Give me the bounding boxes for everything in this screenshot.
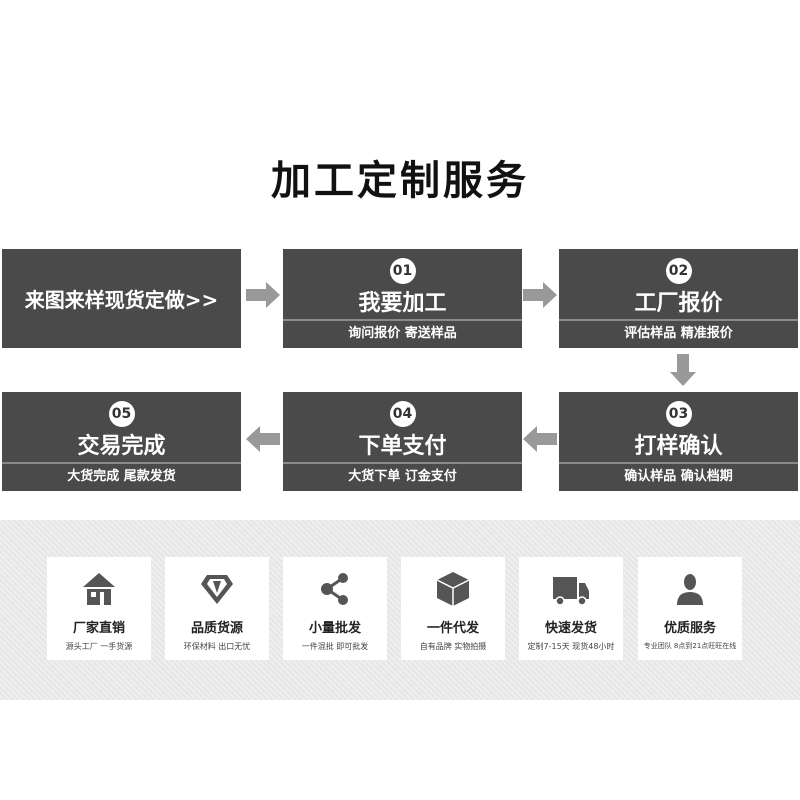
arrow-left-icon <box>246 426 280 452</box>
step-name: 工厂报价 <box>634 291 723 316</box>
start-label: 来图来样现货定做>> <box>24 288 219 312</box>
step-desc: 确认样品 确认档期 <box>624 469 733 484</box>
step-name: 交易完成 <box>77 434 166 459</box>
factory-icon <box>83 573 115 605</box>
share-icon <box>321 573 348 605</box>
page-title: 加工定制服务 <box>271 158 529 204</box>
step-number: 05 <box>108 401 135 427</box>
start-box: 来图来样现货定做>> <box>2 249 241 348</box>
truck-icon <box>553 577 589 606</box>
feature-desc: 环保材料 出口无忧 <box>183 642 251 651</box>
step-number: 03 <box>665 401 692 427</box>
step-desc: 评估样品 精准报价 <box>624 326 733 341</box>
arrow-down-icon <box>670 354 696 386</box>
arrow-right-icon <box>523 282 557 308</box>
feature-name: 优质服务 <box>663 621 716 636</box>
step-box-01: 01 我要加工询问报价 寄送样品 <box>283 249 522 348</box>
feature-name: 快速发货 <box>544 621 597 636</box>
step-desc: 大货完成 尾款发货 <box>67 469 176 484</box>
feature-desc: 定制7-15天 现货48小时 <box>527 642 615 651</box>
arrow-right-icon <box>246 282 280 308</box>
step-box-03: 03 打样确认确认样品 确认档期 <box>559 392 798 491</box>
step-number: 01 <box>389 258 416 284</box>
feature-card: 小量批发 一件混批 即可批发 <box>283 557 387 660</box>
feature-name: 厂家直销 <box>72 621 125 636</box>
step-name: 打样确认 <box>634 434 723 459</box>
feature-desc: 自有品牌 实物拍摄 <box>419 642 487 651</box>
feature-desc: 专业团队 8点到21点旺旺在线 <box>643 642 737 650</box>
feature-name: 小量批发 <box>308 621 361 636</box>
step-number: 04 <box>389 401 416 427</box>
step-box-04: 04 下单支付大货下单 订金支付 <box>283 392 522 491</box>
feature-name: 品质货源 <box>190 621 243 636</box>
diamond-icon <box>201 575 233 604</box>
arrow-left-icon <box>523 426 557 452</box>
step-name: 我要加工 <box>358 291 447 316</box>
step-box-05: 05 交易完成大货完成 尾款发货 <box>2 392 241 491</box>
step-name: 下单支付 <box>358 434 447 459</box>
step-desc: 大货下单 订金支付 <box>348 469 457 484</box>
feature-card: 优质服务 专业团队 8点到21点旺旺在线 <box>638 557 742 660</box>
feature-card: 快速发货 定制7-15天 现货48小时 <box>519 557 623 660</box>
step-number: 02 <box>665 258 692 284</box>
feature-card: 品质货源 环保材料 出口无忧 <box>165 557 269 660</box>
step-desc: 询问报价 寄送样品 <box>348 326 457 341</box>
user-icon <box>677 574 703 605</box>
box-icon <box>436 572 470 606</box>
step-box-02: 02 工厂报价评估样品 精准报价 <box>559 249 798 348</box>
feature-desc: 一件混批 即可批发 <box>301 642 369 651</box>
feature-card: 厂家直销 源头工厂 一手货源 <box>47 557 151 660</box>
feature-card: 一件代发 自有品牌 实物拍摄 <box>401 557 505 660</box>
feature-name: 一件代发 <box>426 621 479 636</box>
feature-desc: 源头工厂 一手货源 <box>65 642 133 651</box>
